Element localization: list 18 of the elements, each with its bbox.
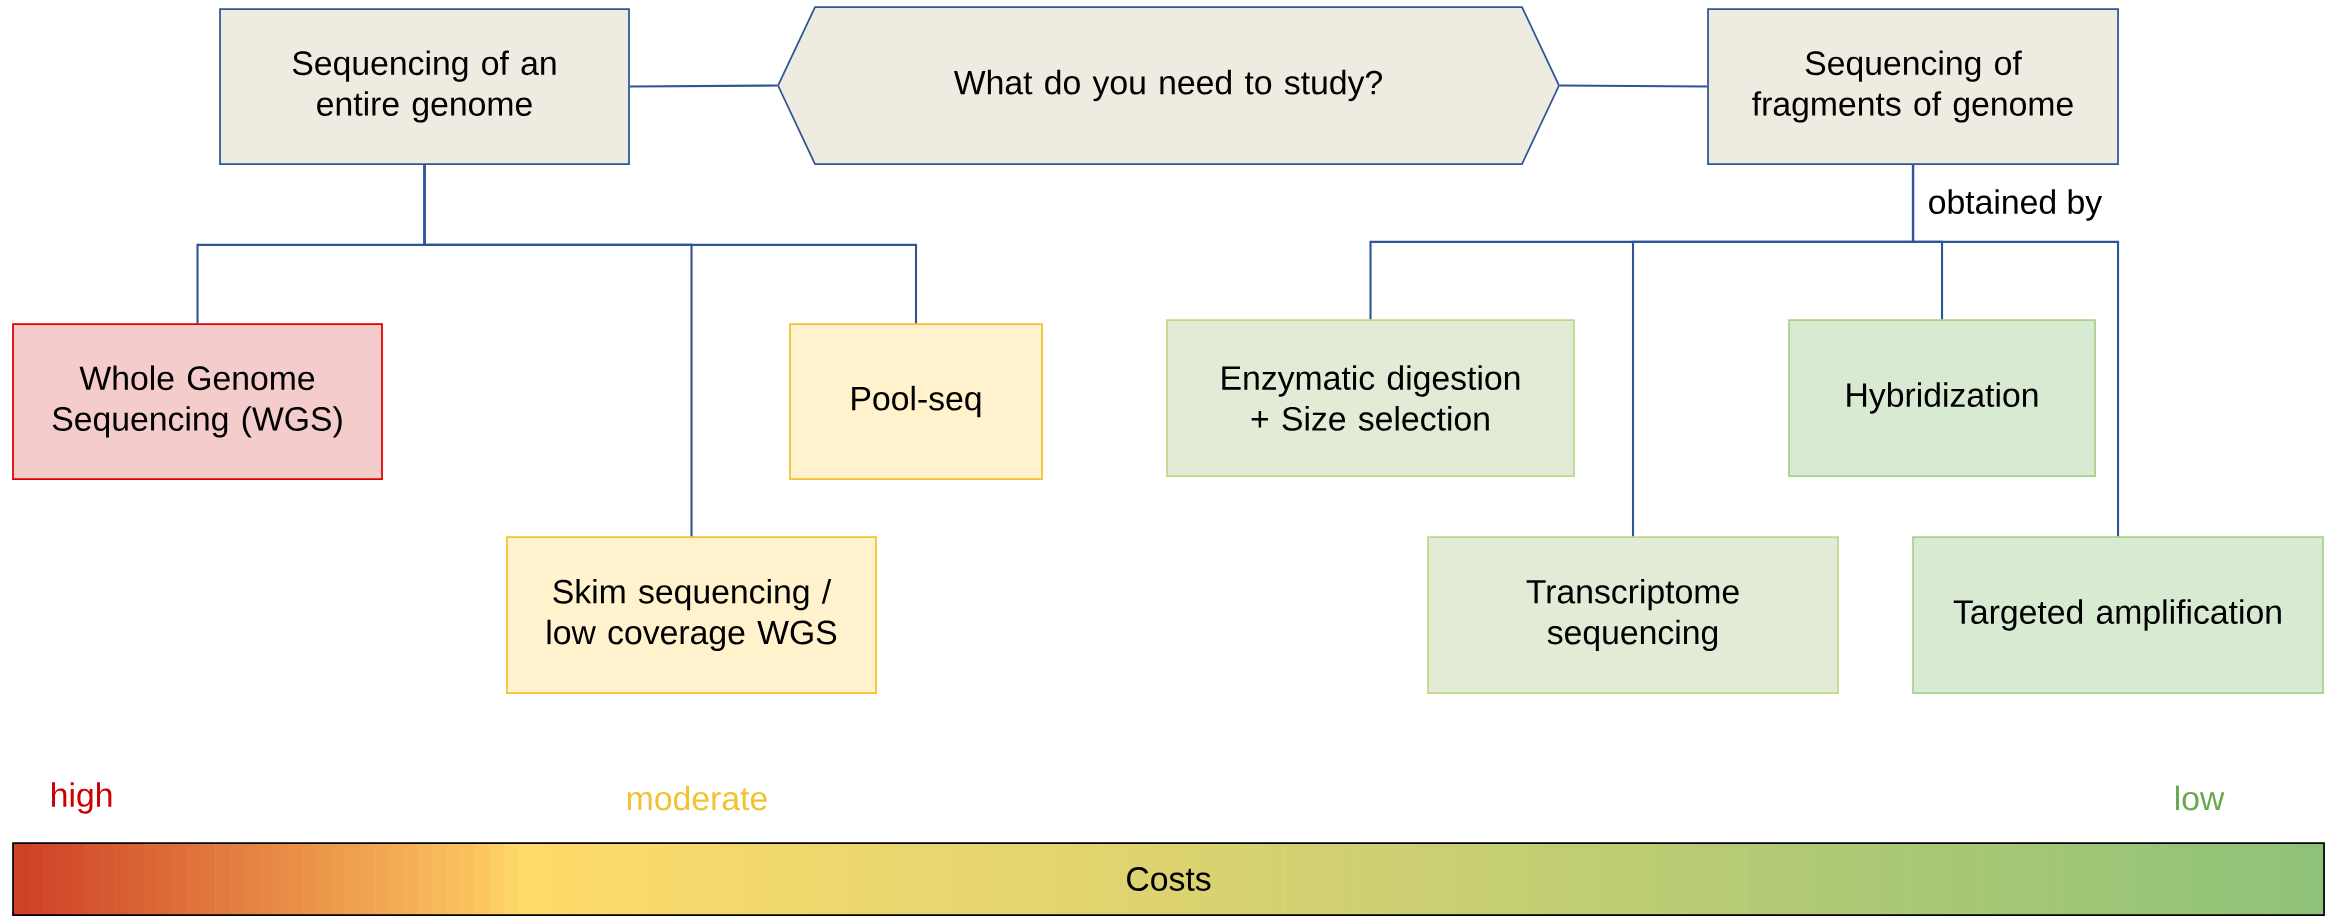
process-box: Sequencing of an entire genome xyxy=(219,8,630,165)
connector-line xyxy=(1911,164,2120,537)
method-box: Enzymatic digestion + Size selection xyxy=(1166,319,1575,477)
method-box: Whole Genome Sequencing (WGS) xyxy=(12,323,383,480)
method-box: Pool-seq xyxy=(789,323,1043,480)
connector-line xyxy=(423,164,918,324)
cost-level-label: moderate xyxy=(628,785,767,811)
method-box: Transcriptome sequencing xyxy=(1427,536,1839,694)
connector-line xyxy=(629,84,778,88)
method-box: Hybridization xyxy=(1788,319,2096,477)
cost-level-label: low xyxy=(2176,785,2225,811)
cost-gradient-bar: Costs xyxy=(12,842,2325,916)
method-box: Skim sequencing / low coverage WGS xyxy=(506,536,877,694)
annotation-text: obtained by xyxy=(1929,189,2103,221)
connector-line xyxy=(1559,84,1708,88)
process-box: Sequencing of fragments of genome xyxy=(1707,8,2119,165)
method-box: Targeted amplification xyxy=(1912,536,2324,694)
question-hexagon: What do you need to study? xyxy=(777,6,1560,165)
